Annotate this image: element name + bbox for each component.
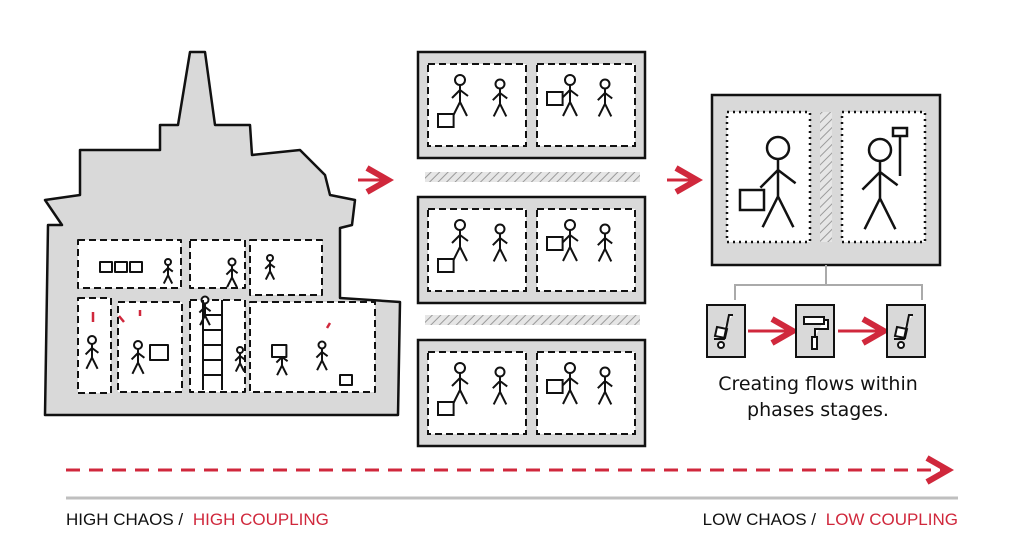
box-icon [437,258,455,273]
stick-figure [561,74,579,117]
stick-figure [451,362,469,405]
hand-truck-icon [886,304,926,358]
stick-figure [492,366,508,405]
stick-figure [130,340,145,375]
box-icon [339,374,353,386]
box-icon [437,113,455,128]
box-icon [149,344,169,361]
paint-roller-icon [795,304,835,358]
left-label: HIGH CHAOS / HIGH COUPLING [66,510,329,529]
box-icon [546,379,564,394]
stick-figure [451,74,469,117]
high-coupling-label: HIGH COUPLING [193,510,329,529]
stick-figure [597,78,613,117]
box-icon [437,401,455,416]
stick-figure [451,219,469,262]
hand-truck-icon [706,304,746,358]
stick-figure [315,340,329,371]
stick-figure [234,346,246,373]
stick-figure [162,258,174,285]
stick-figure [597,366,613,405]
flow-sequence [706,304,926,358]
bracket-connector [734,265,923,300]
chaotic-building [43,50,402,417]
box-icon [99,261,113,273]
box-icon [546,236,564,251]
high-chaos-label: HIGH CHAOS / [66,510,183,529]
low-coupling-label: LOW COUPLING [826,510,958,529]
stick-figure [597,223,613,262]
stick-figure [492,78,508,117]
box-icon [738,188,766,212]
box-icon [546,91,564,106]
stick-figure [492,223,508,262]
focused-phase-panel [710,93,942,267]
stick-figure [225,257,239,288]
stick-figure [264,254,276,281]
phase-panels [416,50,647,448]
divider-hatch [425,315,640,325]
phase-panel [416,50,647,160]
caption-line-2: phases stages. [747,399,889,421]
stick-figure [84,335,99,370]
divider-hatch [425,172,640,182]
stick-figure [561,219,579,262]
box-icon [114,261,128,273]
stick-figure [759,135,797,228]
box-icon [129,261,143,273]
stick-figure [561,362,579,405]
right-label: LOW CHAOS / LOW COUPLING [703,510,958,529]
caption-line-1: Creating flows within [718,373,918,395]
low-chaos-label: LOW CHAOS / [703,510,817,529]
phase-panel [416,195,647,305]
box-icon [271,344,288,358]
phase-panel [416,338,647,448]
stick-figure [861,137,899,230]
